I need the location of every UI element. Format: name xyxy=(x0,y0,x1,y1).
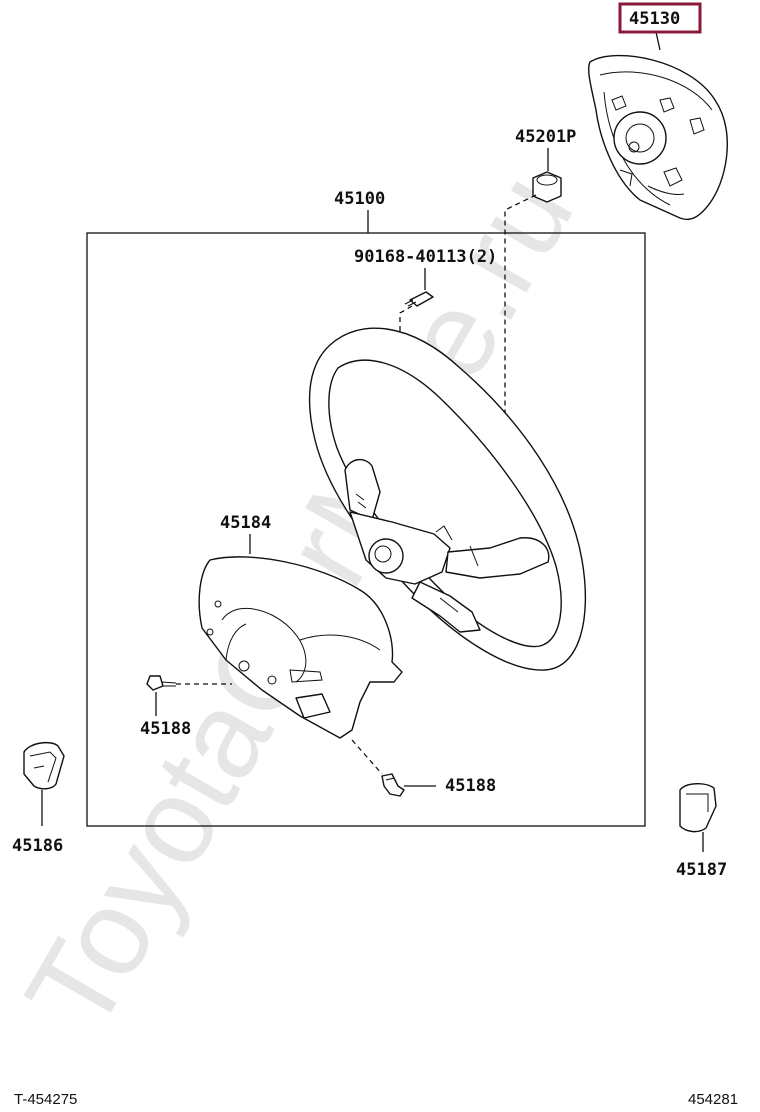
steering-wheel-part[interactable] xyxy=(308,327,587,671)
footer-right-code: 454281 xyxy=(688,1091,738,1108)
right-screw-label[interactable]: 45188 xyxy=(445,776,496,796)
assembly-frame xyxy=(86,232,646,827)
horn-pad-label[interactable]: 45130 xyxy=(629,9,680,29)
lower-cover-label[interactable]: 45184 xyxy=(220,513,271,533)
horn-pad-highlight-box[interactable] xyxy=(618,2,702,34)
top-bolt-label[interactable]: 90168-40113(2) xyxy=(354,247,497,267)
horn-pad-leader xyxy=(655,31,661,51)
left-switch-part[interactable] xyxy=(23,741,65,790)
nut-part[interactable] xyxy=(532,171,562,203)
lower-cover-part[interactable] xyxy=(198,556,403,739)
footer-left-code: T-454275 xyxy=(14,1091,77,1108)
left-switch-label[interactable]: 45186 xyxy=(12,836,63,856)
left-screw-label[interactable]: 45188 xyxy=(140,719,191,739)
left-screw-part[interactable] xyxy=(146,675,177,691)
top-bolt-part[interactable] xyxy=(404,291,434,307)
wheel-assembly-label[interactable]: 45100 xyxy=(334,189,385,209)
nut-label[interactable]: 45201P xyxy=(515,127,576,147)
right-switch-part[interactable] xyxy=(679,783,717,833)
horn-pad-part[interactable] xyxy=(587,54,728,221)
right-screw-dashed-line xyxy=(351,739,383,775)
right-screw-part[interactable] xyxy=(381,773,405,797)
right-switch-label[interactable]: 45187 xyxy=(676,860,727,880)
